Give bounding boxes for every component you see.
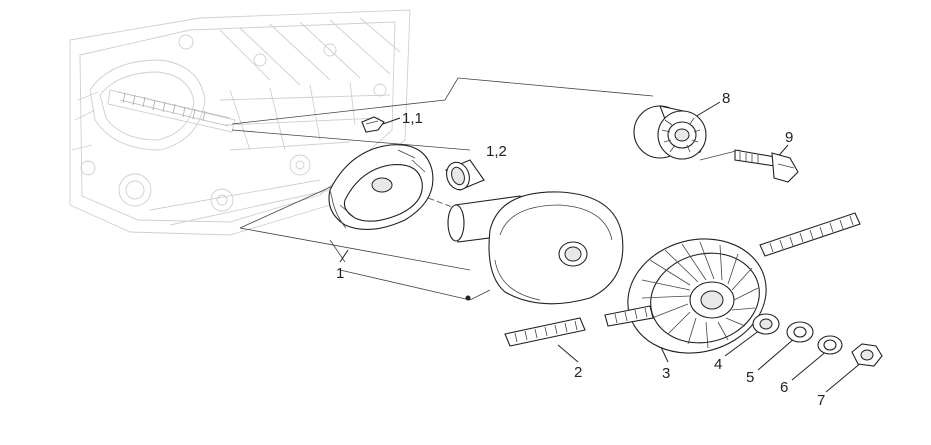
idler-pulley: [633, 105, 707, 160]
callout-4: 4: [714, 356, 722, 373]
slider-clip: [361, 116, 385, 133]
callout-5: 5: [746, 369, 754, 386]
fan-pulley: [627, 238, 767, 354]
ramp-plate: [328, 144, 434, 231]
leader-lines: [231, 77, 863, 393]
callout-9: 9: [785, 129, 793, 146]
drive-belt: [504, 212, 861, 347]
callout-8: 8: [722, 90, 730, 107]
callout-7: 7: [817, 392, 825, 409]
spacer-washer: [752, 313, 780, 335]
callout-1: 1: [336, 265, 344, 282]
callout-2: 2: [574, 364, 582, 381]
callout-3: 3: [662, 365, 670, 382]
callout-1-1: 1,1: [402, 110, 423, 127]
hex-nut: [851, 343, 883, 367]
flat-washer: [786, 321, 814, 343]
bushing: [445, 159, 485, 191]
callout-6: 6: [780, 379, 788, 396]
spring-washer: [817, 335, 843, 355]
callout-1-2: 1,2: [486, 143, 507, 160]
idler-bolt: [734, 149, 799, 183]
movable-pulley: [447, 191, 624, 305]
